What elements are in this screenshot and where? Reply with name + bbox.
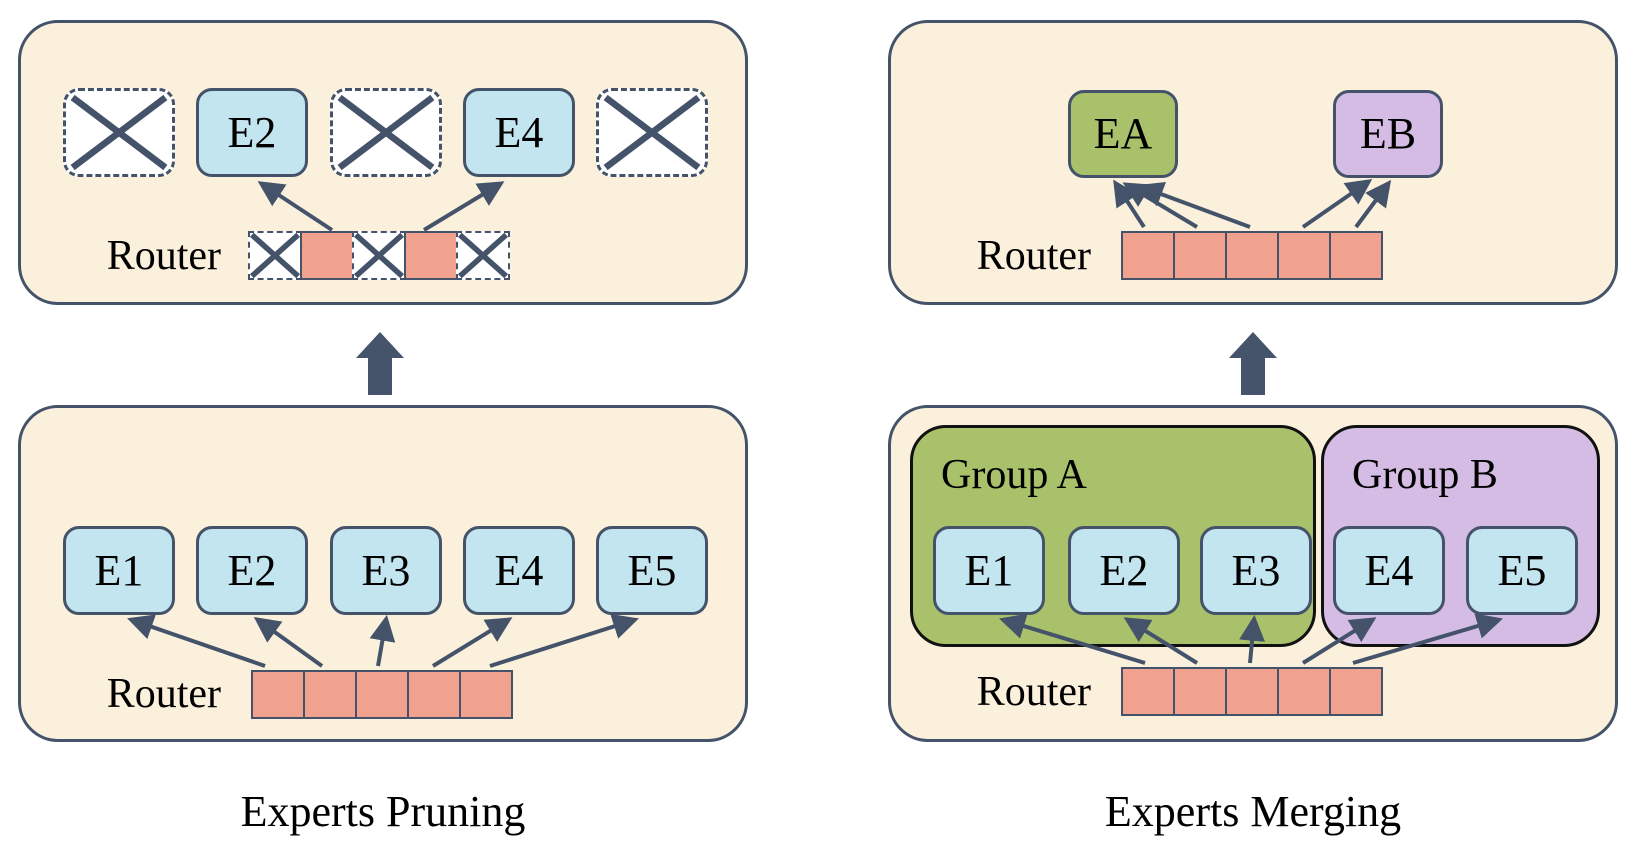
router-cell-active [1329, 231, 1383, 280]
expert-label: EB [1359, 109, 1417, 158]
router-token-row [1121, 667, 1383, 716]
router-label: Router [106, 670, 221, 717]
expert-label: E5 [627, 545, 677, 595]
router-cell-active [1225, 231, 1279, 280]
expert-label: E1 [964, 545, 1014, 595]
expert-box-e3: E3 [330, 526, 442, 615]
router-token-row [1121, 231, 1383, 280]
router-label: Router [106, 232, 221, 279]
router-cell-pruned [352, 231, 406, 280]
expert-label: E3 [361, 545, 411, 595]
expert-box-e1: E1 [933, 526, 1045, 615]
router-cell-active [1173, 231, 1227, 280]
pruned-cross-icon [337, 94, 435, 171]
expert-label: E4 [494, 545, 544, 595]
expert-label: E2 [1099, 545, 1149, 595]
merging-caption: Experts Merging [1104, 787, 1402, 836]
pruned-expert-slot-5 [596, 88, 708, 177]
pruned-expert-slot-1 [63, 88, 175, 177]
group-b-label: Group B [1352, 452, 1498, 498]
router-cell-pruned [248, 231, 302, 280]
router-token-row [251, 670, 513, 719]
expert-box-e4-kept: E4 [463, 88, 575, 177]
router-cell-pruned [456, 231, 510, 280]
merging-after-panel: EA EB Router [888, 20, 1618, 305]
router-cell-active [1225, 667, 1279, 716]
pruned-cross-icon [70, 94, 168, 171]
expert-box-e4: E4 [1333, 526, 1445, 615]
router-cell-active [1277, 667, 1331, 716]
router-cell-active [407, 670, 461, 719]
expert-label: EA [1093, 109, 1153, 158]
router-cell-active [1121, 231, 1175, 280]
expert-box-e4: E4 [463, 526, 575, 615]
pruned-cross-icon [603, 94, 701, 171]
expert-box-e5: E5 [1466, 526, 1578, 615]
expert-label: E5 [1497, 545, 1547, 595]
expert-box-e2: E2 [1068, 526, 1180, 615]
router-cell-active [1329, 667, 1383, 716]
router-cell-active [459, 670, 513, 719]
router-label: Router [976, 668, 1091, 715]
expert-label: E3 [1231, 545, 1281, 595]
merging-before-panel: Group A Group B E1 E2 E3 E4 E5 Router [888, 405, 1618, 742]
router-label: Router [976, 232, 1091, 279]
pruned-cross-icon [458, 233, 508, 278]
up-arrow-icon [356, 332, 404, 395]
merged-expert-box-ea: EA [1068, 90, 1178, 178]
pruned-cross-icon [354, 233, 404, 278]
merged-expert-box-eb: EB [1333, 90, 1443, 178]
expert-box-e2: E2 [196, 526, 308, 615]
group-a-label: Group A [941, 452, 1087, 498]
router-cell-active [1277, 231, 1331, 280]
router-cell-active [303, 670, 357, 719]
pruning-after-panel: E2 E4 Router [18, 20, 748, 305]
pruning-caption: Experts Pruning [240, 787, 526, 836]
pruning-before-panel: E1 E2 E3 E4 E5 Router [18, 405, 748, 742]
expert-box-e2-kept: E2 [196, 88, 308, 177]
expert-label: E2 [227, 107, 277, 157]
router-cell-active [300, 231, 354, 280]
expert-label: E2 [227, 545, 277, 595]
router-cell-active [355, 670, 409, 719]
router-cell-active [1121, 667, 1175, 716]
router-cell-active [251, 670, 305, 719]
expert-box-e3: E3 [1200, 526, 1312, 615]
expert-label: E4 [1364, 545, 1414, 595]
pruned-expert-slot-3 [330, 88, 442, 177]
expert-label: E1 [94, 545, 144, 595]
expert-box-e5: E5 [596, 526, 708, 615]
expert-box-e1: E1 [63, 526, 175, 615]
pruned-cross-icon [250, 233, 300, 278]
router-cell-active [404, 231, 458, 280]
router-token-row [248, 231, 510, 280]
expert-label: E4 [494, 107, 544, 157]
up-arrow-icon [1229, 332, 1277, 395]
router-cell-active [1173, 667, 1227, 716]
